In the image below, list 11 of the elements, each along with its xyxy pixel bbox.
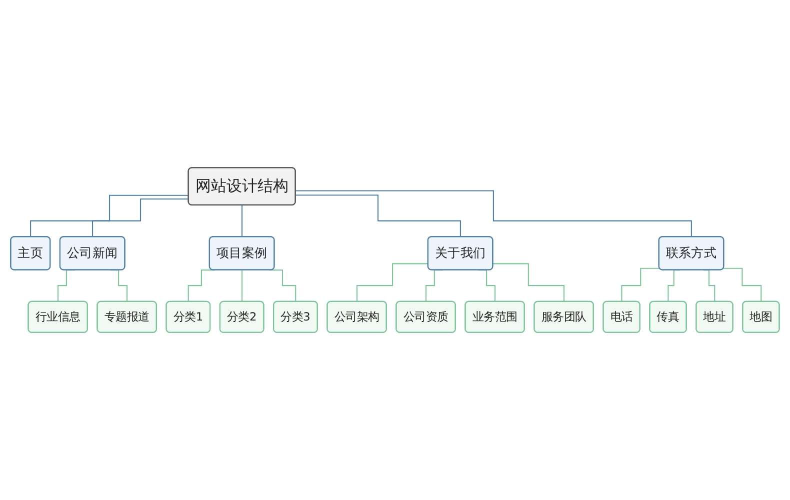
connector	[493, 263, 565, 302]
connector	[356, 263, 428, 302]
connector	[242, 204, 243, 238]
connector	[296, 194, 462, 238]
connector	[296, 190, 692, 238]
connector	[30, 194, 189, 238]
connector	[270, 270, 296, 302]
connector	[92, 198, 189, 238]
connector	[621, 268, 660, 302]
connector	[724, 268, 762, 302]
connector	[242, 270, 243, 302]
